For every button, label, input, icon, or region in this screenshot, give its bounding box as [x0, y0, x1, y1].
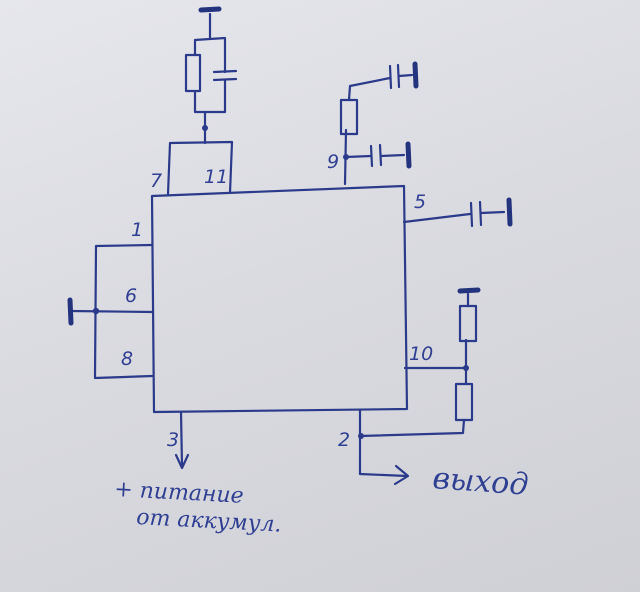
ground-symbol-pin10	[457, 287, 481, 294]
ground-symbol-top	[198, 6, 222, 13]
junction-pin2	[358, 433, 364, 439]
wire-pin9-top	[347, 76, 392, 102]
wire-capacitor-pin5	[479, 210, 506, 215]
resistor-pin9	[339, 98, 359, 136]
pin7-11-loop	[166, 140, 234, 196]
pin-label-9: 9	[327, 151, 339, 173]
wire-pin9-cap	[344, 154, 373, 159]
ground-symbol-pin5	[506, 197, 513, 227]
note-power-line2: от аккумул.	[136, 505, 282, 538]
capacitor-upper-plate1	[388, 64, 393, 90]
arrow-output	[393, 464, 410, 486]
ic-body	[150, 184, 409, 414]
ground-symbol-pin9-upper	[412, 61, 419, 89]
junction-top	[202, 125, 208, 131]
wire-pin6	[68, 309, 155, 314]
resistor-top	[184, 53, 202, 93]
capacitor-pin5-plate1	[469, 201, 474, 228]
wire-capacitor-upper	[397, 73, 414, 78]
pin-label-5: 5	[414, 191, 426, 213]
pin-label-7: 7	[150, 170, 162, 192]
junction-left	[92, 307, 100, 315]
pin-label-10: 10	[409, 343, 433, 365]
wire-divider-bottom	[358, 418, 466, 438]
pin-label-1: 1	[131, 219, 143, 241]
note-output: выход	[431, 461, 529, 503]
resistor-pin10-upper	[458, 304, 478, 343]
wire-output	[358, 472, 409, 478]
pin-label-3: 3	[167, 429, 179, 451]
arrow-power	[174, 453, 190, 470]
wire-pin3	[179, 410, 184, 468]
pin-label-8: 8	[121, 348, 133, 370]
wire-pin5	[402, 212, 472, 224]
wire-capacitor-pin9	[379, 153, 406, 158]
pin-label-11: 11	[204, 166, 228, 188]
ground-symbol-pin9	[405, 141, 412, 169]
ground-symbol-left	[67, 297, 74, 326]
pin-label-6: 6	[125, 285, 137, 307]
capacitor-pin9-plate2	[378, 143, 383, 167]
resistor-pin10-lower	[454, 382, 474, 422]
note-power-line1: + питание	[114, 477, 245, 509]
pin-label-2: 2	[338, 429, 350, 451]
top-network-frame	[193, 12, 227, 114]
capacitor-pin9-plate1	[369, 144, 374, 168]
